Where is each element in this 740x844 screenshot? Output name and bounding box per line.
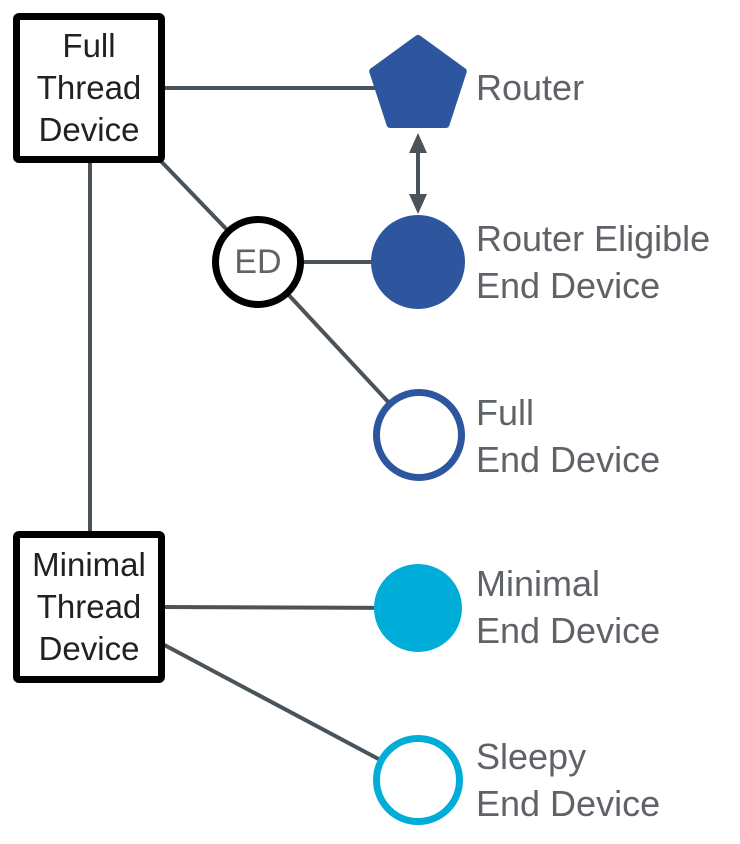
edge-mtd-sed: [154, 638, 419, 782]
double-arrow: [409, 133, 427, 214]
arrowhead-down: [409, 194, 427, 214]
sleepy-end-device-icon: [373, 735, 463, 825]
ed-badge: ED: [212, 216, 304, 308]
full-end-device-label: Full End Device: [476, 392, 661, 480]
router-label: Router: [476, 67, 585, 108]
ed-badge-label: ED: [234, 242, 282, 281]
arrowhead-up: [409, 133, 427, 153]
router-pentagon-icon: [369, 35, 467, 128]
minimal-thread-device-box: Minimal Thread Device: [13, 531, 165, 683]
full-end-device-icon: [373, 389, 465, 481]
minimal-thread-device-label: Minimal Thread Device: [32, 546, 146, 667]
minimal-end-device-icon: [374, 564, 462, 652]
router-eligible-end-device-label: Router Eligible End Device: [476, 218, 711, 306]
full-thread-device-box: Full Thread Device: [13, 13, 165, 163]
router-eligible-end-device-icon: [371, 215, 465, 309]
full-thread-device-label: Full Thread Device: [36, 27, 142, 148]
minimal-end-device-label: Minimal End Device: [476, 563, 661, 651]
sleepy-end-device-label: Sleepy End Device: [476, 736, 661, 824]
